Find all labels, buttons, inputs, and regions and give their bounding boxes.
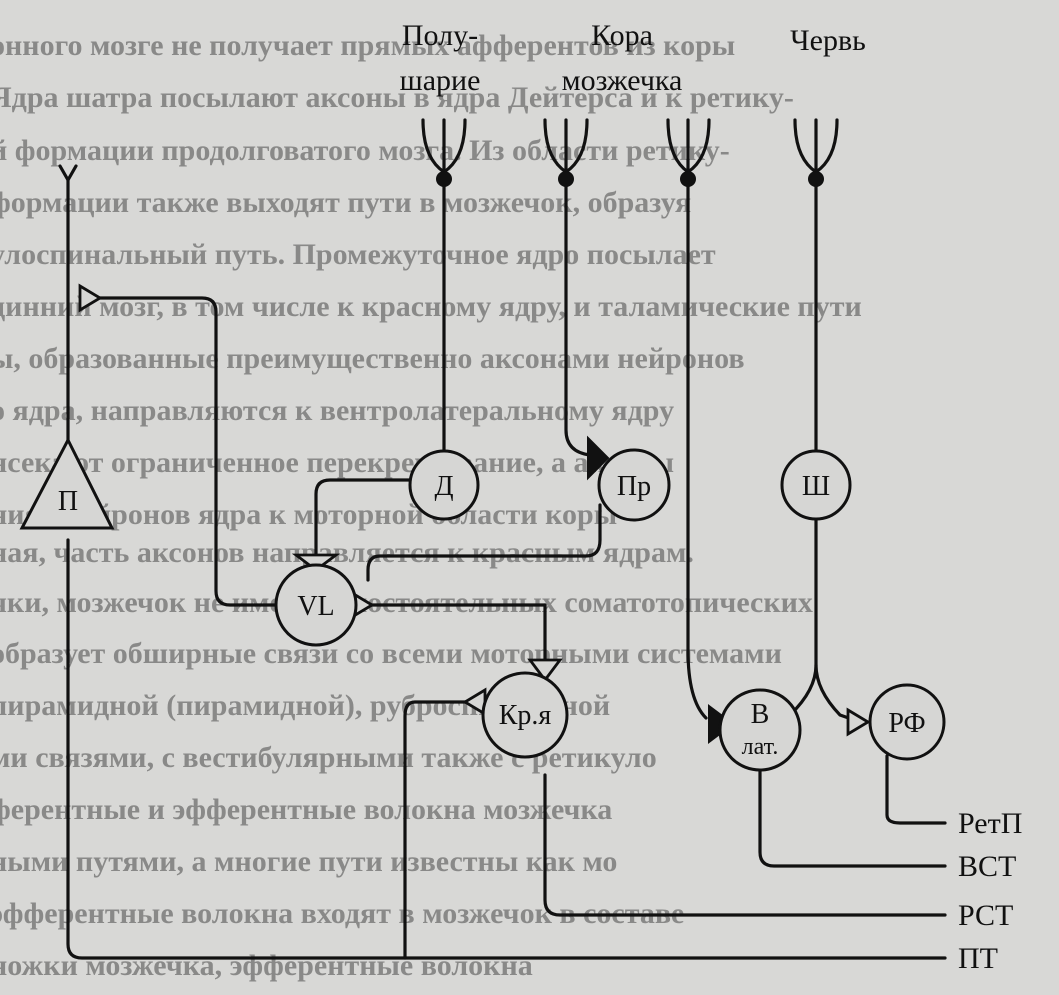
node-interpositus-label: Пр <box>617 471 651 502</box>
node-dentate-label: Д <box>434 471 453 502</box>
tract-label-retp: РетП <box>958 807 1022 840</box>
bg-line: ферентные и эфферентные волокна мозжечка <box>0 793 612 826</box>
label-cortex-line1: Кора <box>591 19 653 52</box>
node-pyramid-label: П <box>58 486 78 517</box>
bg-line: Ядра шатра посылают аксоны в ядра Дейтер… <box>0 81 794 114</box>
node-interpositus: Пр <box>597 448 671 522</box>
node-pyramid: П <box>19 436 115 530</box>
bg-line: нсекают ограниченное перекрещивание, а а… <box>0 446 674 479</box>
node-lateral-vestibular: В лат. <box>718 688 802 772</box>
bg-line: онного мозге не получает прямых афферент… <box>0 29 735 62</box>
bg-line: й формации продолговатого мозга. Из обла… <box>0 134 730 167</box>
label-hemisphere-line2: шарие <box>400 64 481 97</box>
bg-line: ными путями, а многие пути известны как … <box>0 845 617 878</box>
bg-line: формации также выходят пути в мозжечок, … <box>0 186 691 219</box>
node-lateral-vestibular-label-2: лат. <box>742 734 779 760</box>
purkinje-cell-vestibular <box>666 118 711 720</box>
node-reticular-formation: РФ <box>868 683 946 761</box>
background-text: онного мозге не получает прямых афферент… <box>0 29 862 982</box>
synapse-open <box>527 658 563 683</box>
synapse-open <box>78 283 103 313</box>
purkinje-cell-dentate <box>421 118 467 480</box>
bg-line: ная, часть аксонов направляется к красны… <box>0 536 694 569</box>
node-reticular-formation-label: РФ <box>888 708 925 739</box>
bg-line: улоспинальный путь. Промежуточное ядро п… <box>0 238 716 271</box>
node-vl: VL <box>274 563 358 647</box>
bg-line: ножки мозжечка, эфферентные волокна <box>0 949 533 982</box>
synapse-open <box>846 707 871 737</box>
tract-labels: РетП ВСТ РСТ ПТ <box>958 807 1022 975</box>
tract-label-rst: РСТ <box>958 899 1013 932</box>
node-dentate: Д <box>408 449 480 521</box>
node-red-nucleus: Кр.я <box>481 671 569 759</box>
label-vermis: Червь <box>790 24 866 57</box>
purkinje-cell-fastigial <box>793 118 839 480</box>
bg-line: ы, образованные преимущественно аксонами… <box>0 342 745 375</box>
bg-line: динний мозг, в том числе к красному ядру… <box>0 290 862 323</box>
bg-line: образует обширные связи со всеми моторны… <box>0 637 782 670</box>
tract-label-pt: ПТ <box>958 942 998 975</box>
synapse-filled <box>587 435 610 481</box>
bg-line: о ядра, направляются к вентролатеральном… <box>0 394 674 427</box>
synapse-open <box>291 553 341 572</box>
node-lateral-vestibular-label-1: В <box>751 699 770 730</box>
node-red-nucleus-label: Кр.я <box>499 700 552 731</box>
bg-line: чки, мозжечок не имеет самостоятельных с… <box>0 586 813 619</box>
tract-label-vst: ВСТ <box>958 850 1016 883</box>
connection-wires <box>58 164 947 960</box>
node-vl-label: VL <box>297 591 334 622</box>
bg-line: ми связями, с вестибулярными также с рет… <box>0 741 657 774</box>
label-hemisphere-line1: Полу- <box>402 19 478 52</box>
top-labels: Полу- шарие Кора мозжечка Червь <box>400 19 866 97</box>
node-fastigial-label: Ш <box>802 471 830 502</box>
purkinje-cell-interpositus <box>543 118 592 457</box>
node-fastigial: Ш <box>780 449 852 521</box>
label-cortex-line2: мозжечка <box>562 64 683 97</box>
